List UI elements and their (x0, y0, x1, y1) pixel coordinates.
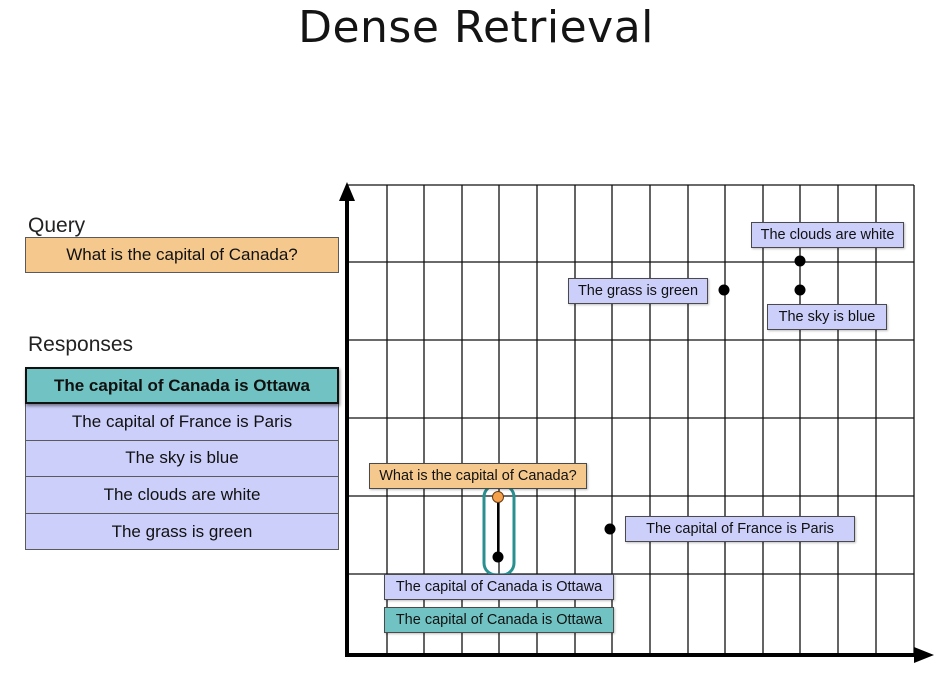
query-label: Query (28, 214, 86, 237)
point-grass (718, 284, 730, 296)
x-axis-arrow (914, 647, 934, 663)
slide-title: Dense Retrieval (298, 2, 654, 53)
label-query: What is the capital of Canada? (369, 463, 587, 489)
label-grass: The grass is green (568, 278, 708, 304)
label-canada-match: The capital of Canada is Ottawa (384, 607, 614, 633)
responses-list: The capital of Canada is Ottawa The capi… (25, 367, 339, 551)
query-box: What is the capital of Canada? (25, 237, 339, 273)
response-item-top-match: The capital of Canada is Ottawa (25, 367, 339, 404)
point-clouds (794, 255, 806, 267)
label-france: The capital of France is Paris (625, 516, 855, 542)
label-clouds: The clouds are white (751, 222, 904, 248)
response-item: The capital of France is Paris (25, 404, 339, 441)
point-sky (794, 284, 806, 296)
label-canada: The capital of Canada is Ottawa (384, 574, 614, 600)
label-sky: The sky is blue (767, 304, 887, 330)
point-canada (492, 551, 504, 563)
responses-label: Responses (28, 333, 134, 356)
response-item: The grass is green (25, 513, 339, 551)
response-item: The sky is blue (25, 440, 339, 478)
y-axis-arrow (339, 182, 355, 201)
point-france (604, 523, 616, 535)
point-query (492, 491, 504, 503)
response-item: The clouds are white (25, 477, 339, 514)
